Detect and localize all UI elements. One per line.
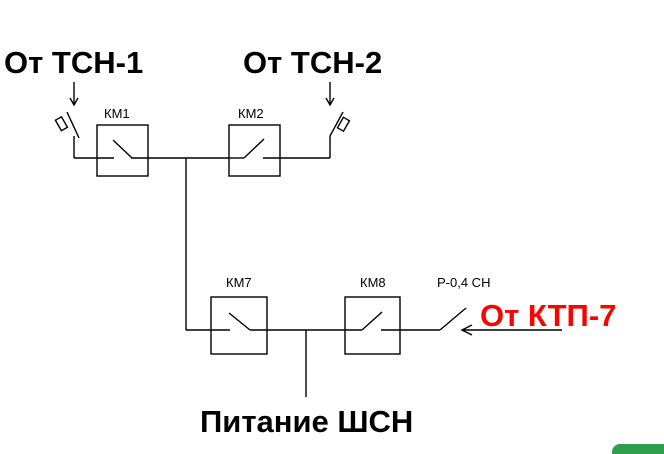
tsn2-input [280, 82, 351, 159]
tsn1-input [54, 82, 97, 159]
tsn1-label: От ТСН-1 [4, 45, 144, 80]
output-label: Питание ШСН [200, 404, 414, 439]
km7-contactor [210, 296, 268, 355]
km8-contactor [344, 296, 401, 355]
km2-label: КМ2 [238, 106, 264, 121]
breaker-label: Р-0,4 СН [437, 275, 491, 290]
km7-label: КМ7 [226, 275, 252, 290]
ktp7-label: От КТП-7 [480, 298, 617, 333]
km8-label: КМ8 [360, 275, 386, 290]
breaker-r04 [400, 307, 562, 336]
km2-contactor [228, 124, 281, 177]
km1-label: КМ1 [104, 106, 130, 121]
corner-badge [612, 444, 664, 454]
tsn2-label: От ТСН-2 [243, 45, 383, 80]
km1-contactor [96, 124, 149, 177]
